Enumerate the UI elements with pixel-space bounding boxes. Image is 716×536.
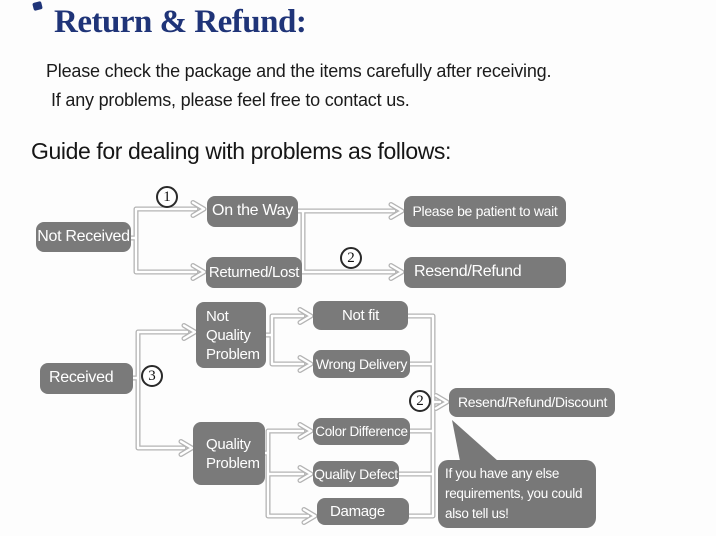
note-bubble-line: also tell us! [445,506,509,521]
note-bubble-tail [452,420,498,461]
note-bubble-line: requirements, you could [445,486,583,501]
node-not-received: Not Received [36,222,131,252]
node-line: Problem [206,345,260,363]
node-please-be-patient: Please be patient to wait [404,196,566,227]
node-not-fit: Not fit [313,301,408,330]
step-marker-2-right: 2 [409,390,431,412]
node-resend-refund: Resend/Refund [404,257,566,288]
step-marker-3: 3 [141,365,163,387]
step-marker-2-top: 2 [340,247,362,269]
node-line: Quality [206,435,251,453]
guide-heading: Guide for dealing with problems as follo… [31,138,452,164]
node-returned-lost: Returned/Lost [206,257,302,288]
node-wrong-delivery: Wrong Delivery [313,350,410,378]
node-not-quality-problem: Not Quality Problem [196,302,266,368]
node-line: Not [206,307,229,325]
note-bubble: If you have any else requirements, you c… [438,460,596,528]
node-on-the-way: On the Way [207,196,298,227]
intro-line-1: Please check the package and the items c… [46,61,552,81]
node-quality-problem: Quality Problem [193,422,265,485]
node-resend-refund-discount: Resend/Refund/Discount [449,388,615,417]
node-quality-defect: Quality Defect [313,461,399,487]
intro-line-2: If any problems, please feel free to con… [51,90,410,110]
note-bubble-line: If you have any else [445,466,560,481]
node-line: Problem [206,454,260,472]
node-damage: Damage [317,498,409,525]
step-marker-1: 1 [156,186,178,208]
node-line: Quality [206,326,251,344]
page-title: Return & Refund: [54,4,307,40]
node-received: Received [40,363,133,394]
node-color-difference: Color Difference [313,418,410,445]
